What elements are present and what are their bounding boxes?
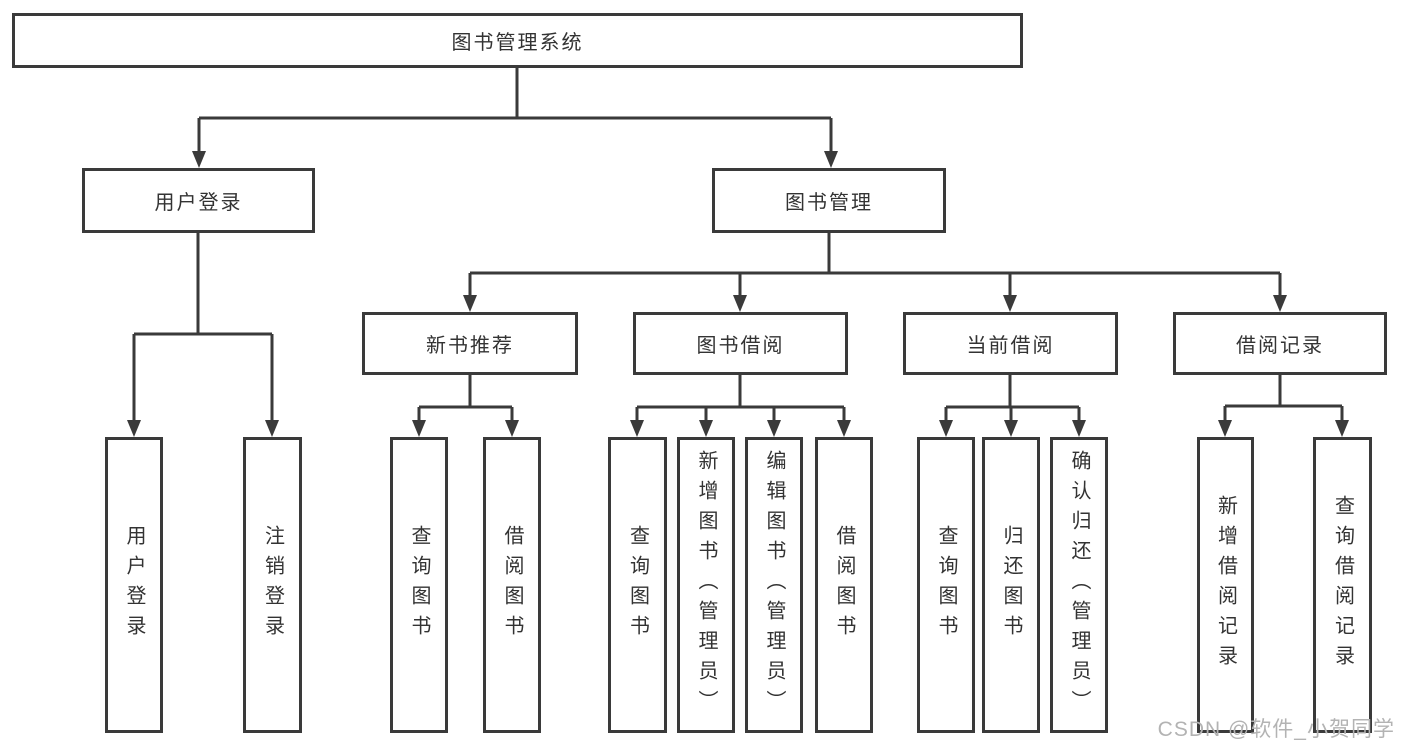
node-borrow-records-label: 借阅记录 [1236, 335, 1324, 357]
leaf-add-books-admin: 新增图书（管理员） [677, 437, 735, 733]
node-book-borrowing-label: 图书借阅 [696, 335, 785, 357]
leaf-return-books-label: 归还图书 [1000, 525, 1022, 645]
leaf-query-books-1-label: 查询图书 [408, 525, 430, 645]
leaf-confirm-return-admin-label: 确认归还（管理员） [1068, 450, 1090, 720]
leaf-borrow-books-1-label: 借阅图书 [501, 525, 523, 645]
leaf-query-books-2-label: 查询图书 [626, 525, 649, 645]
leaf-user-login: 用户登录 [105, 437, 163, 733]
node-book-borrowing: 图书借阅 [633, 312, 848, 375]
leaf-query-books-1: 查询图书 [390, 437, 448, 733]
leaf-logout-label: 注销登录 [261, 525, 284, 645]
node-new-book-recommend: 新书推荐 [362, 312, 578, 375]
csdn-watermark: CSDN @软件_小贺同学 [1157, 718, 1395, 741]
node-current-borrowing: 当前借阅 [903, 312, 1118, 375]
leaf-confirm-return-admin: 确认归还（管理员） [1050, 437, 1108, 733]
leaf-query-books-3: 查询图书 [917, 437, 975, 733]
node-user-login-label: 用户登录 [154, 192, 243, 214]
leaf-logout: 注销登录 [243, 437, 302, 733]
leaf-add-books-admin-label: 新增图书（管理员） [695, 450, 717, 720]
node-borrow-records: 借阅记录 [1173, 312, 1387, 375]
leaf-add-borrow-record: 新增借阅记录 [1197, 437, 1254, 733]
leaf-query-borrow-record: 查询借阅记录 [1313, 437, 1372, 733]
leaf-edit-books-admin-label: 编辑图书（管理员） [763, 450, 785, 720]
node-user-login: 用户登录 [82, 168, 315, 233]
leaf-query-books-2: 查询图书 [608, 437, 667, 733]
leaf-edit-books-admin: 编辑图书（管理员） [745, 437, 803, 733]
leaf-query-books-3-label: 查询图书 [935, 525, 957, 645]
leaf-borrow-books-2-label: 借阅图书 [833, 525, 855, 645]
leaf-add-borrow-record-label: 新增借阅记录 [1214, 495, 1237, 675]
node-new-book-recommend-label: 新书推荐 [426, 335, 514, 357]
leaf-return-books: 归还图书 [982, 437, 1040, 733]
node-current-borrowing-label: 当前借阅 [966, 335, 1055, 357]
node-root-label: 图书管理系统 [451, 32, 584, 54]
leaf-query-borrow-record-label: 查询借阅记录 [1331, 495, 1354, 675]
node-book-management: 图书管理 [712, 168, 946, 233]
node-root-system: 图书管理系统 [12, 13, 1023, 68]
leaf-borrow-books-1: 借阅图书 [483, 437, 541, 733]
leaf-borrow-books-2: 借阅图书 [815, 437, 873, 733]
leaf-user-login-label: 用户登录 [123, 525, 145, 645]
node-book-management-label: 图书管理 [785, 192, 873, 214]
